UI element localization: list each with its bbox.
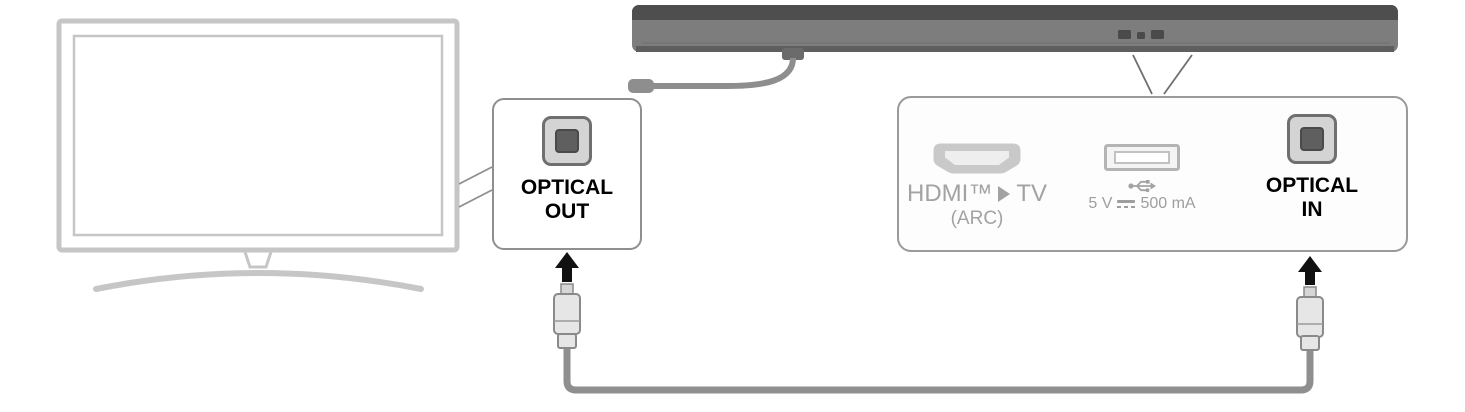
- hdmi-port-group: HDMI™ TV (ARC): [907, 98, 1047, 250]
- soundbar-top-edge: [632, 5, 1398, 20]
- tv-screen: [72, 34, 444, 237]
- dc-symbol-icon: [1117, 200, 1136, 208]
- hdmi-label-name: HDMI™: [907, 180, 993, 207]
- optical-out-label-line1: OPTICAL: [520, 176, 614, 199]
- up-arrow-right: [1298, 256, 1322, 285]
- optical-out-callout-box: OPTICAL OUT: [492, 98, 642, 250]
- optical-in-label-line1: OPTICAL: [1265, 174, 1359, 197]
- power-cord-plug: [628, 79, 654, 93]
- usb-current-label: 500 mA: [1140, 195, 1196, 212]
- tv-callout-lines: [458, 166, 493, 208]
- plug-sleeve: [1300, 335, 1320, 351]
- hdmi-port-icon: [933, 143, 1021, 174]
- tv-stand-post: [243, 251, 273, 269]
- soundbar-callout-line-left: [1132, 54, 1153, 95]
- optical-port-inner: [1300, 127, 1324, 151]
- power-cord: [652, 57, 796, 89]
- tv: [56, 18, 460, 292]
- ports-panel: HDMI™ TV (ARC) 5 V: [897, 96, 1408, 252]
- optical-plug-left: [553, 283, 581, 349]
- usb-power-label: 5 V 500 mA: [1088, 195, 1195, 213]
- tv-callout-line-top: [458, 166, 493, 185]
- soundbar: [628, 5, 1398, 93]
- power-cord-gland: [782, 48, 804, 60]
- soundbar-callout-lines: [1132, 54, 1193, 95]
- plug-body: [553, 293, 581, 335]
- usb-port-icon: [1104, 144, 1180, 171]
- plug-body: [1296, 296, 1324, 338]
- hdmi-label-target: TV: [1016, 180, 1047, 207]
- optical-in-label-line2: IN: [1301, 198, 1323, 221]
- soundbar-callout-line-right: [1163, 54, 1193, 95]
- optical-in-port-icon: [1287, 114, 1337, 164]
- hdmi-arc-label: (ARC): [950, 208, 1004, 229]
- optical-out-port-icon: [542, 116, 592, 166]
- plug-sleeve: [557, 333, 577, 349]
- tv-frame: [56, 18, 460, 253]
- optical-out-label-line2: OUT: [544, 200, 590, 223]
- usb-trident-icon: [1128, 180, 1156, 193]
- soundbar-port-2: [1137, 32, 1145, 39]
- hdmi-label: HDMI™ TV: [907, 181, 1047, 207]
- tv-callout-line-bottom: [458, 189, 493, 208]
- soundbar-port-1: [1118, 30, 1131, 39]
- optical-in-port-group: OPTICAL IN: [1239, 98, 1385, 250]
- optical-port-inner: [555, 129, 579, 153]
- optical-plug-right: [1296, 286, 1324, 351]
- soundbar-port-3: [1151, 30, 1164, 39]
- tv-stand-base: [93, 270, 424, 292]
- usb-volts-label: 5 V: [1088, 195, 1113, 212]
- up-arrow-left: [555, 252, 579, 282]
- optical-cable: [563, 344, 1314, 394]
- usb-port-group: 5 V 500 mA: [1067, 98, 1217, 250]
- hdmi-arrow-icon: [998, 186, 1011, 202]
- soundbar-bottom-edge: [636, 46, 1394, 52]
